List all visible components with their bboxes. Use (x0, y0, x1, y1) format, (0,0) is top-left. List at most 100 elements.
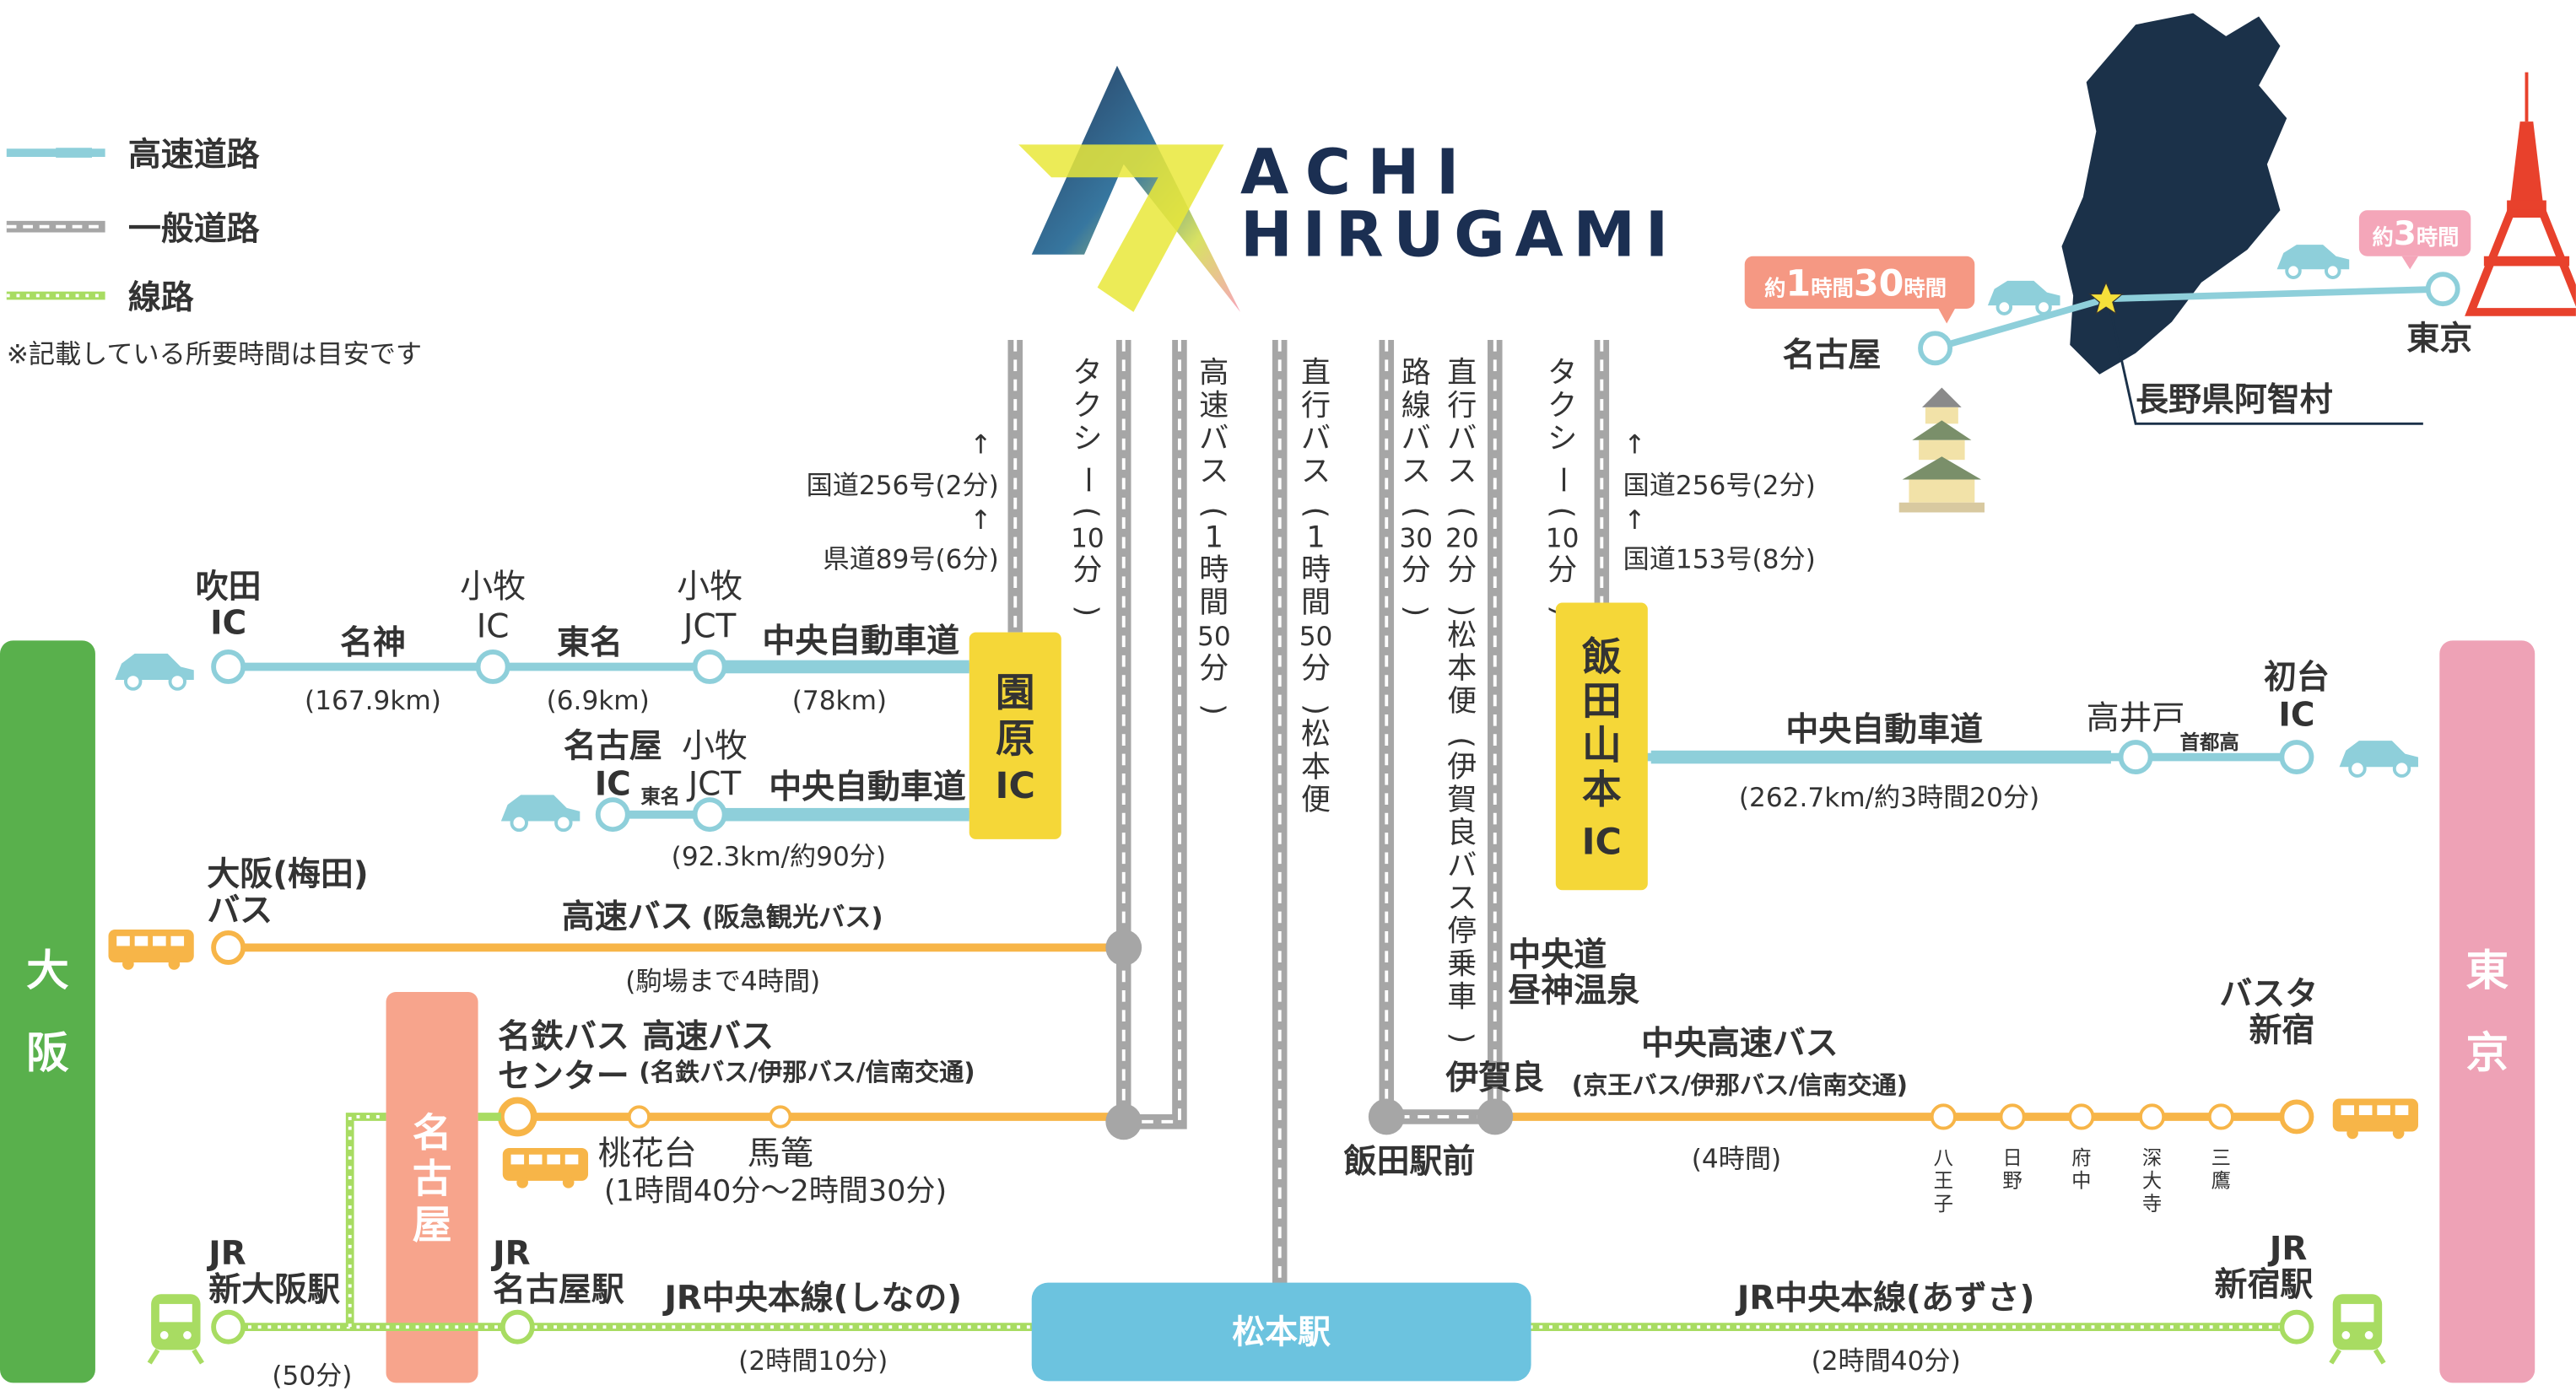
nagoya-bus-time: (1時間40分〜2時間30分) (604, 1173, 947, 1208)
chuo2-km: (92.3km/約90分) (672, 842, 886, 872)
rail-nodes (211, 1309, 2314, 1345)
chuo-bus-company: (京王バス/伊那バス/信南交通) (1572, 1071, 1908, 1100)
tokyo-label-2: 京 (2465, 1028, 2508, 1078)
iida-yamamoto-ic-glyph: IC (1582, 821, 1622, 863)
route89-label: 県道89号(6分) (823, 545, 998, 575)
tomei-label: 東名 (557, 624, 623, 662)
direct-bus-igara-label: 良 (1447, 816, 1477, 850)
sonohara-ic-glyph: 園 (996, 671, 1035, 716)
shinano-time: (2時間10分) (738, 1346, 888, 1377)
direct-bus-igara-label: 車 (1447, 980, 1477, 1015)
takaido-label: 高井戸 (2087, 699, 2185, 737)
osaka-bus-time: (駒場まで4時間) (625, 967, 820, 997)
taxi-right-label: ( (1545, 507, 1580, 519)
azusa-label: JR中央本線(あずさ) (1735, 1280, 2035, 1318)
tomei-small-label: 東名 (640, 784, 680, 808)
route-bus-label: ) (1399, 605, 1434, 617)
shinano-label: JR中央本線(しなの) (662, 1280, 962, 1318)
direct-bus-igara-label: 本 (1447, 651, 1477, 686)
direct-bus-igara-label: 便 (1447, 684, 1477, 719)
bus-icon (108, 930, 194, 970)
express-bus-label: ス (1199, 454, 1229, 488)
tokyo-block (2439, 640, 2535, 1383)
inset-nagoya-node (1918, 331, 1953, 366)
achi-callout-line (2109, 311, 2423, 425)
express-bus-label: 時 (1199, 552, 1229, 587)
tomei-km: (6.9km) (547, 686, 650, 716)
inset-tokyo-time-pointer (2401, 256, 2418, 270)
meishin-label: 名神 (340, 624, 406, 662)
train-icon (147, 1294, 204, 1365)
taxi-right-label: ク (1547, 389, 1577, 423)
legend: 高速道路 一般道路 線路 ※記載している所要時間は目安です (6, 137, 422, 369)
meitetsu-center-label: 名鉄バス (498, 1018, 629, 1056)
osaka-label-1: 大 (26, 946, 69, 995)
tokyo-tower-icon (2465, 72, 2576, 316)
bus-stop-glyph: 府 (2071, 1145, 2091, 1169)
legend-highway-marker (56, 148, 93, 158)
inset-tokyo-label: 東京 (2406, 321, 2472, 358)
osaka-bus-line-label: 高速バス (562, 898, 694, 936)
direct-bus-igara-label: 乗 (1447, 947, 1477, 982)
sonohara-ic-glyph: IC (996, 765, 1035, 807)
route-bus-label: 線 (1401, 389, 1431, 423)
taxi-right-label: タ (1547, 356, 1577, 391)
jr-shinjuku-label: 新宿駅 (2215, 1266, 2314, 1304)
nagoya-castle-icon (1898, 387, 1985, 513)
nagoya-bus-company: (名鉄バス/伊那バス/信南交通) (639, 1058, 975, 1086)
taxi-left-label: ( (1070, 507, 1104, 519)
taxi-left-label: ク (1072, 389, 1102, 423)
jr-shin-osaka-label: 新大阪駅 (208, 1271, 340, 1309)
direct-bus-matsumoto-label: バ (1301, 422, 1331, 456)
direct-bus-igara-label: バ (1447, 422, 1477, 456)
route-bus-label: ス (1401, 454, 1431, 488)
achi-village-star-icon (2087, 281, 2125, 315)
inset-achi-label: 長野県阿智村 (2136, 381, 2333, 419)
direct-bus-matsumoto-label: 50 (1299, 622, 1333, 652)
legend-rail-label: 線路 (128, 279, 195, 317)
arrow-up-icon: ↑ (969, 505, 991, 536)
direct-bus-igara-label: バ (1447, 849, 1477, 883)
basta-shinjuku-label: 新宿 (2249, 1011, 2314, 1049)
route-bus-label: バ (1401, 422, 1431, 456)
nagoya-block (386, 991, 478, 1383)
jr-shinjuku-label: JR (2267, 1230, 2307, 1268)
iida-station-label: 飯田駅前 (1344, 1143, 1476, 1181)
inset-tokyo-time: 約3時間 (2372, 215, 2459, 253)
express-bus-label: 速 (1199, 389, 1229, 423)
direct-bus-igara-label: ( (1445, 507, 1479, 519)
meitetsu-center-label: センター (498, 1058, 629, 1096)
direct-bus-igara-label: ) (1445, 605, 1479, 617)
meishin-km: (167.9km) (305, 686, 441, 716)
route-bus-label: 分 (1401, 552, 1431, 587)
legend-note: ※記載している所要時間は目安です (7, 339, 422, 369)
bus-icon (2332, 1098, 2418, 1140)
direct-bus-matsumoto-label: 松 (1301, 717, 1331, 752)
direct-bus-matsumoto-label: 1 (1306, 520, 1325, 554)
junction-dots (1105, 930, 1514, 1140)
suita-ic-label: 吹田 (196, 569, 262, 606)
hatsudai-ic-label: IC (2278, 697, 2314, 735)
osaka-label-source: 大阪 (47, 424, 51, 428)
sonohara-ic-glyph: 原 (996, 717, 1035, 763)
express-bus-label: 間 (1199, 585, 1229, 620)
hirugami-onsen-label: 中央道 (1508, 936, 1607, 974)
arrow-up-icon: ↑ (1623, 429, 1645, 460)
iida-yamamoto-ic-glyph: 山 (1582, 724, 1622, 769)
jr-shin-osaka-time: (50分) (272, 1361, 352, 1391)
direct-bus-matsumoto-label: ( (1299, 507, 1333, 519)
nagoya-block-glyph: 名 (413, 1111, 452, 1156)
nagoya-block-label: 名古屋 (413, 1111, 452, 1248)
taxi-left-label: タ (1072, 356, 1102, 391)
hatsudai-ic-label: 初台 (2264, 659, 2330, 697)
tokadai-label: 桃花台 (598, 1135, 697, 1172)
tokyo-label-1: 東 (2465, 946, 2508, 995)
direct-bus-matsumoto-label: ス (1301, 454, 1331, 488)
inset-car-icon-right (2276, 245, 2350, 279)
iida-yamamoto-ic-block (1555, 602, 1648, 891)
direct-bus-igara-label: 賀 (1447, 783, 1477, 817)
